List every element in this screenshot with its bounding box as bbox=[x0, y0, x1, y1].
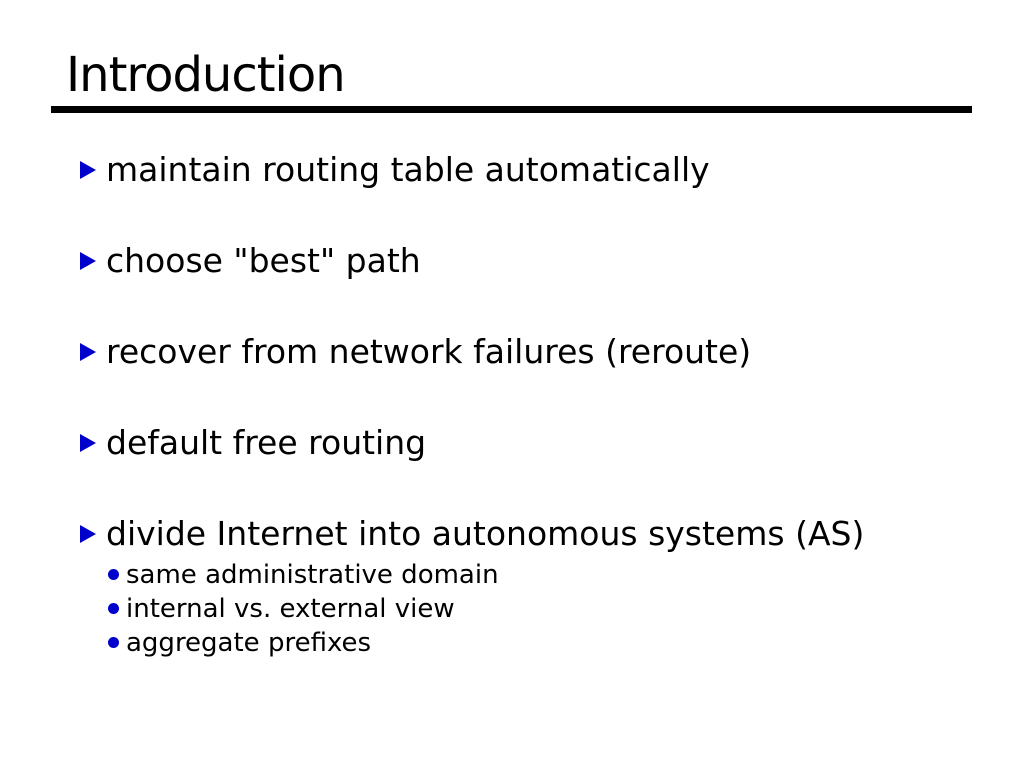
bullet-text: choose "best" path bbox=[106, 241, 421, 280]
bullet-item-5: divide Internet into autonomous systems … bbox=[80, 514, 990, 660]
triangle-bullet-icon bbox=[80, 161, 96, 179]
bullet-item-2: choose "best" path bbox=[80, 241, 990, 281]
sub-bullet-item-3: aggregate prefixes bbox=[106, 626, 990, 660]
triangle-bullet-icon bbox=[80, 252, 96, 270]
sub-bullet-text: aggregate prefixes bbox=[126, 628, 372, 658]
bullet-text: default free routing bbox=[106, 423, 427, 462]
triangle-bullet-icon bbox=[80, 525, 96, 543]
bullet-item-3: recover from network failures (reroute) bbox=[80, 332, 990, 372]
bullet-text: maintain routing table automatically bbox=[106, 150, 710, 189]
sub-bullet-text: internal vs. external view bbox=[126, 594, 455, 624]
triangle-bullet-icon bbox=[80, 343, 96, 361]
dot-bullet-icon bbox=[108, 603, 119, 614]
bullet-item-4: default free routing bbox=[80, 423, 990, 463]
bullet-list: maintain routing table automatically cho… bbox=[80, 150, 990, 660]
sub-bullet-text: same administrative domain bbox=[126, 560, 499, 590]
bullet-text: recover from network failures (reroute) bbox=[106, 332, 752, 371]
dot-bullet-icon bbox=[108, 637, 119, 648]
dot-bullet-icon bbox=[108, 569, 119, 580]
sub-bullet-item-1: same administrative domain bbox=[106, 558, 990, 592]
slide-title: Introduction bbox=[66, 47, 346, 103]
sub-bullet-list: same administrative domain internal vs. … bbox=[106, 558, 990, 660]
sub-bullet-item-2: internal vs. external view bbox=[106, 592, 990, 626]
bullet-item-1: maintain routing table automatically bbox=[80, 150, 990, 190]
triangle-bullet-icon bbox=[80, 434, 96, 452]
title-underline bbox=[51, 106, 972, 113]
bullet-text: divide Internet into autonomous systems … bbox=[106, 514, 865, 553]
